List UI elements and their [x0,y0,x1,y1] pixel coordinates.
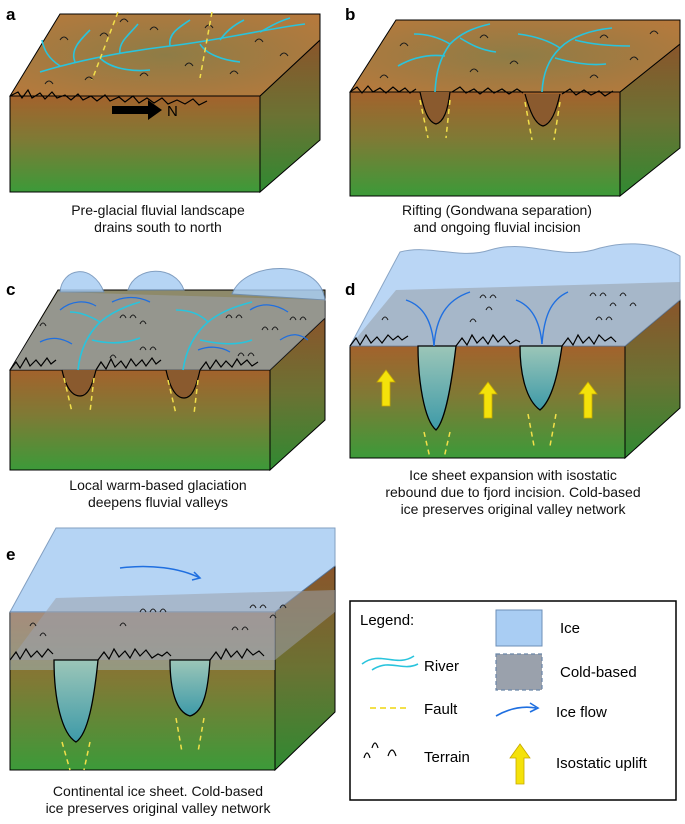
panel-e-faults [61,717,205,771]
panel-c-terrain [39,314,307,359]
panel-c-caption-1: Local warm-based glaciation [69,477,246,493]
panel-d-rim [349,333,617,347]
panel-e-fjord-1 [53,659,99,743]
panel-d-terrain [381,292,637,323]
panel-b-valley-1 [419,91,451,125]
panel-a-rim [9,88,208,106]
panel-b-top-surface [349,19,681,93]
panel-c-ice-dome-3 [231,268,326,301]
legend-title: Legend: [360,612,414,629]
panel-e-rim [9,647,265,661]
panel-e-letter: e [6,545,15,564]
panel-b-faults [419,99,561,141]
panel-e-cold-based-cover [10,590,335,660]
panel-c-faults [63,377,199,415]
panel-a-faults [91,11,213,81]
panel-a-caption-2: drains south to north [94,219,222,235]
panel-e-fjord-2 [169,659,211,717]
panel-c: c [6,268,326,510]
river-line-icon [361,655,419,671]
panel-a-caption-1: Pre-glacial fluvial landscape [71,202,245,218]
panel-c-ice-dome-2 [127,270,185,291]
legend-label-river: River [424,658,459,675]
panel-c-ice-dome-1 [59,271,105,293]
legend-label-uplift: Isostatic uplift [556,755,648,772]
legend-label-fault: Fault [424,701,458,718]
panel-e: e Continental ice sheet. Cold-based ice … [6,527,336,816]
legend-label-ice: Ice [560,620,580,637]
panel-c-rivers [69,301,253,371]
north-arrow: N [112,100,178,120]
panel-c-cold-based-cover [10,292,325,370]
cold-based-swatch [495,653,543,691]
panel-b-letter: b [345,5,355,24]
panel-d-caption-1: Ice sheet expansion with isostatic [409,467,617,483]
panel-b-rivers [397,23,631,93]
panel-c-letter: c [6,280,15,299]
panel-a-letter: a [6,5,16,24]
panel-a-top-surface [9,13,321,97]
panel-d: d Ice sheet exp [345,243,681,517]
panel-d-caption-3: ice preserves original valley network [401,501,627,517]
panel-b: b Rifting (Gondwana separation) and [345,5,681,235]
panel-c-valley-2 [165,369,201,399]
panel-c-rim [9,356,259,371]
panel-c-valley-1 [61,369,97,397]
panel-c-front-face [9,369,271,471]
panel-d-fjord-2 [519,345,563,411]
panel-a: a [6,5,321,235]
panel-e-caption-1: Continental ice sheet. Cold-based [53,783,263,799]
panel-c-ice-flows [39,296,309,353]
ice-flow-arrow-icon [495,702,540,717]
panel-b-rim [349,85,614,97]
panel-b-valley-2 [524,93,561,127]
north-label: N [167,103,178,120]
panel-d-uplift-arrows [376,369,598,419]
terrain-symbol-icon [363,742,397,759]
legend-label-terrain: Terrain [424,749,470,766]
panel-b-terrain [379,30,659,79]
legend-label-ice-flow: Ice flow [556,704,607,721]
panel-d-caption-2: rebound due to fjord incision. Cold-base… [385,484,640,500]
ice-swatch [495,609,543,647]
panel-b-front-face [349,91,621,197]
panel-e-ice-flow [119,565,202,581]
panel-e-terrain [29,604,287,637]
panel-b-caption-1: Rifting (Gondwana separation) [402,202,592,218]
uplift-arrow-icon [509,743,531,785]
panel-d-faults [423,413,557,459]
panel-c-caption-2: deepens fluvial valleys [88,494,228,510]
legend: Legend: Ice River Cold-based Fault Ice f… [349,600,677,801]
panel-d-fjord-1 [417,345,457,431]
panel-d-ice-flows [405,291,569,347]
panel-d-letter: d [345,280,355,299]
panel-d-cold-based-cover [350,282,680,346]
panel-b-caption-2: and ongoing fluvial incision [413,219,580,235]
panel-e-caption-2: ice preserves original valley network [46,800,272,816]
panel-a-rivers [39,17,306,73]
legend-label-cold-based: Cold-based [560,664,637,681]
